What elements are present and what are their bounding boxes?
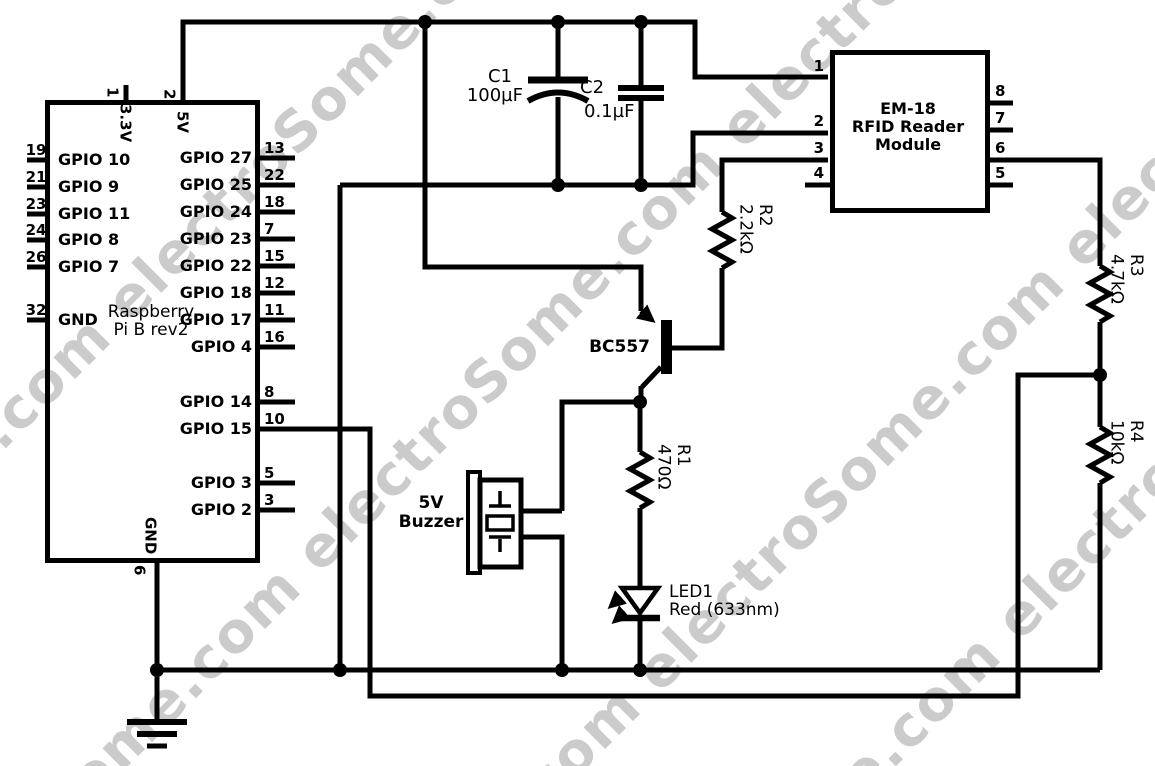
pi-pin-num: 10 bbox=[264, 410, 285, 428]
pi-pin-num: 23 bbox=[25, 195, 47, 213]
pi-pin-label: GPIO 23 bbox=[179, 229, 252, 248]
pi-pin-num: 5 bbox=[264, 464, 275, 482]
pi-gnd-label: GND bbox=[141, 517, 160, 555]
pi-pin-label: GPIO 2 bbox=[190, 500, 252, 519]
rfid-title-line3: Module bbox=[874, 135, 942, 154]
c2-ref: C2 bbox=[580, 77, 605, 98]
ground-symbol bbox=[127, 719, 187, 749]
pi-pin-num: 3 bbox=[264, 491, 275, 509]
r4-ref: R4 bbox=[1126, 420, 1147, 443]
rfid-pin-num: 1 bbox=[813, 57, 824, 75]
r1-label: R1 470Ω bbox=[653, 444, 694, 490]
capacitor-c2 bbox=[618, 22, 664, 185]
rfid-pin-num: 5 bbox=[995, 164, 1006, 182]
buzzer-label-line2: Buzzer bbox=[398, 512, 464, 532]
pi-pin-num: 18 bbox=[264, 193, 285, 211]
c2-value: 0.1µF bbox=[584, 101, 635, 122]
pi-pin-num: 8 bbox=[264, 383, 275, 401]
pi-pin-num: 15 bbox=[264, 247, 285, 265]
pi-pin-label: GPIO 15 bbox=[179, 419, 252, 438]
r2-label: R2 2.2kΩ bbox=[735, 204, 776, 254]
pi-pin1-label: 3.3V bbox=[116, 104, 135, 143]
pi-pin-num: 19 bbox=[25, 141, 47, 159]
pi-pin2-label: 5V bbox=[173, 111, 192, 134]
pi-pin-label: GPIO 8 bbox=[58, 230, 120, 249]
pi-pin-num: 24 bbox=[25, 221, 47, 239]
r3-label: R3 4.7kΩ bbox=[1106, 254, 1147, 304]
collector-node-wires bbox=[521, 399, 640, 670]
pi-name-line2: Pi B rev2 bbox=[113, 320, 189, 340]
pi-pin-label: GPIO 24 bbox=[179, 202, 252, 221]
pi-pin-label: GPIO 10 bbox=[58, 150, 131, 169]
gpio15-signal-wire bbox=[260, 372, 1100, 699]
led-ref: LED1 bbox=[669, 582, 714, 602]
rfid-pin-wires bbox=[719, 100, 1103, 266]
r2-ref: R2 bbox=[755, 204, 776, 227]
pi-pin-label: GPIO 25 bbox=[179, 175, 252, 194]
resistor-r2 bbox=[672, 209, 738, 351]
pi-pin-num: 21 bbox=[25, 168, 47, 186]
pi-pin-label: GPIO 14 bbox=[179, 392, 252, 411]
pi-name-line1: Raspberry bbox=[107, 302, 195, 322]
resistor-r1 bbox=[624, 402, 656, 588]
rfid-title-line2: RFID Reader bbox=[851, 117, 965, 136]
led-symbol bbox=[607, 585, 663, 670]
junction-dots bbox=[150, 15, 1107, 677]
r1-ref: R1 bbox=[673, 444, 694, 467]
r4-value: 10kΩ bbox=[1106, 420, 1127, 465]
pi-pin-label: GPIO 7 bbox=[58, 257, 120, 276]
rfid-title-line1: EM-18 bbox=[880, 99, 936, 118]
pi-pin-num: 22 bbox=[264, 166, 285, 184]
capacitor-c1 bbox=[526, 22, 590, 185]
rfid-pin-num: 3 bbox=[813, 139, 824, 157]
pi-pin-num: 7 bbox=[264, 220, 275, 238]
rfid-pin-num: 4 bbox=[813, 164, 824, 182]
pi-pin-num: 26 bbox=[25, 248, 47, 266]
c1-value: 100µF bbox=[466, 85, 523, 106]
buzzer-symbol bbox=[466, 470, 524, 575]
c1-ref: C1 bbox=[487, 66, 512, 87]
pi-pin-label: GPIO 3 bbox=[190, 473, 252, 492]
r3-value: 4.7kΩ bbox=[1106, 254, 1127, 304]
pi-pin-num: 32 bbox=[25, 301, 47, 319]
pi-pin-stubs bbox=[27, 155, 295, 513]
pi-pin-num: 13 bbox=[264, 139, 285, 157]
buzzer-label-line1: 5V bbox=[418, 493, 444, 513]
resistor-r4 bbox=[1084, 424, 1116, 670]
r3-ref: R3 bbox=[1126, 254, 1147, 277]
raspberry-pi-block bbox=[45, 100, 260, 563]
pi-pin-label: GPIO 11 bbox=[58, 204, 131, 223]
pi-pin-num: 11 bbox=[264, 301, 285, 319]
pi-pin-label: GPIO 22 bbox=[179, 256, 252, 275]
rfid-reader-block bbox=[830, 50, 990, 213]
pi-pin-num: 16 bbox=[264, 328, 285, 346]
pi-pin-label: GPIO 17 bbox=[179, 310, 252, 329]
pi-pin-label: GPIO 4 bbox=[190, 337, 252, 356]
r4-label: R4 10kΩ bbox=[1106, 420, 1147, 465]
rail-5v bbox=[123, 19, 828, 311]
r1-value: 470Ω bbox=[653, 444, 674, 490]
pi-pin-label: GND bbox=[58, 310, 98, 329]
rfid-pin-num: 6 bbox=[995, 139, 1006, 157]
r2-value: 2.2kΩ bbox=[735, 204, 756, 254]
pi-gnd-num: 6 bbox=[130, 565, 149, 576]
pi-pin-label: GPIO 18 bbox=[179, 283, 252, 302]
rfid-pin-num: 2 bbox=[813, 112, 824, 130]
pi-pin2-num: 2 bbox=[160, 89, 179, 100]
pi-pin-label: GPIO 9 bbox=[58, 177, 120, 196]
led-value: Red (633nm) bbox=[669, 600, 780, 620]
rfid-pin-num: 7 bbox=[995, 109, 1006, 127]
pi-pin1-num: 1 bbox=[103, 87, 122, 98]
pi-pin-num: 12 bbox=[264, 274, 285, 292]
transistor-ref: BC557 bbox=[589, 337, 650, 357]
rfid-pin-num: 8 bbox=[995, 82, 1006, 100]
pi-pin-label: GPIO 27 bbox=[179, 148, 252, 167]
